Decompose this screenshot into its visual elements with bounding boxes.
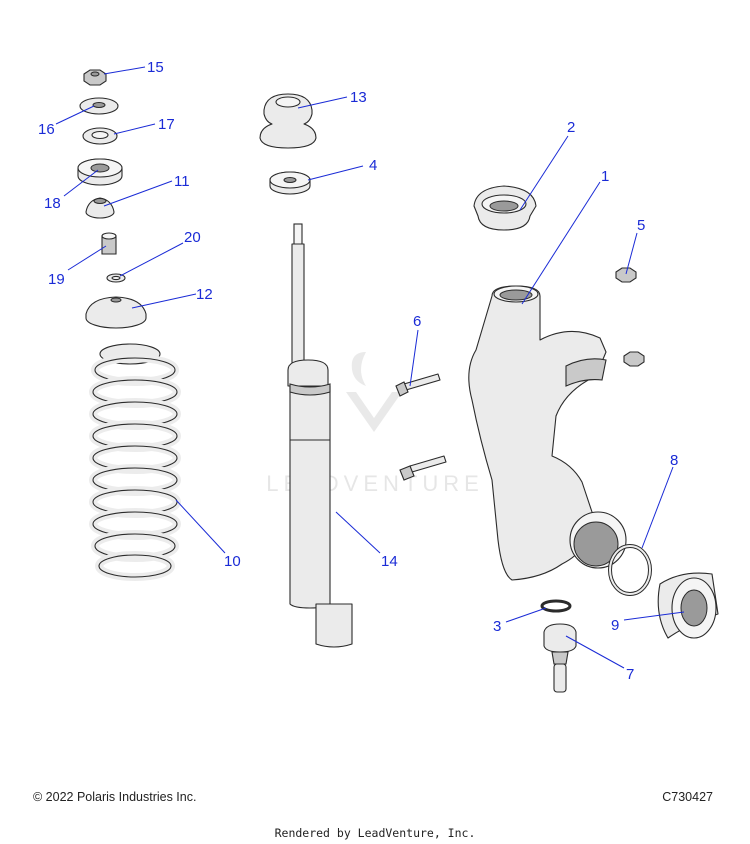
part-bolt-6-upper	[395, 373, 441, 397]
callout-8: 8	[670, 452, 678, 469]
callout-13: 13	[350, 89, 367, 106]
part-washer-16	[79, 97, 119, 115]
part-ball-joint-7	[543, 623, 577, 693]
callout-18: 18	[44, 195, 61, 212]
callout-10: 10	[224, 553, 241, 570]
part-spring-seat-12	[85, 296, 147, 329]
callout-17: 17	[158, 116, 175, 133]
part-snap-ring-8	[608, 544, 652, 596]
part-clip-3	[540, 599, 572, 613]
part-nut-extra	[623, 351, 645, 367]
watermark-v-icon	[346, 392, 402, 432]
rendered-by-text: Rendered by LeadVenture, Inc.	[274, 826, 476, 840]
callout-7: 7	[626, 666, 634, 683]
part-dust-cover-2	[473, 185, 537, 231]
callout-15: 15	[147, 59, 164, 76]
part-bushing-19	[101, 232, 117, 255]
part-coil-spring-10	[89, 343, 181, 581]
callout-14: 14	[381, 553, 398, 570]
part-cone-11	[85, 197, 115, 219]
callout-6: 6	[413, 313, 421, 330]
part-bump-stop-13	[259, 93, 317, 149]
callout-5: 5	[637, 217, 645, 234]
callout-9: 9	[611, 617, 619, 634]
copyright-text: © 2022 Polaris Industries Inc.	[33, 790, 197, 804]
part-nut-15	[83, 69, 107, 86]
callouts: 15 13 16 17 4 2 18 11 1 5 20 19 12 6 8 1…	[38, 59, 678, 683]
leader-lines	[55, 66, 685, 669]
part-wheel-bearing-9	[657, 572, 719, 639]
part-bolt-6-lower	[399, 455, 447, 481]
callout-1: 1	[601, 168, 609, 185]
part-code-text: C730427	[662, 790, 713, 804]
part-washer-17	[82, 127, 118, 145]
part-strut-14	[287, 223, 353, 648]
callout-2: 2	[567, 119, 575, 136]
callout-4: 4	[369, 157, 377, 174]
callout-19: 19	[48, 271, 65, 288]
callout-12: 12	[196, 286, 213, 303]
callout-16: 16	[38, 121, 55, 138]
part-knuckle-1	[468, 285, 627, 581]
watermark-flame-icon	[351, 352, 366, 386]
callout-11: 11	[174, 173, 190, 190]
callout-20: 20	[184, 229, 201, 246]
part-washer-4	[269, 171, 311, 195]
part-bearing-18	[77, 158, 123, 186]
callout-3: 3	[493, 618, 501, 635]
part-nut-5	[615, 267, 637, 283]
